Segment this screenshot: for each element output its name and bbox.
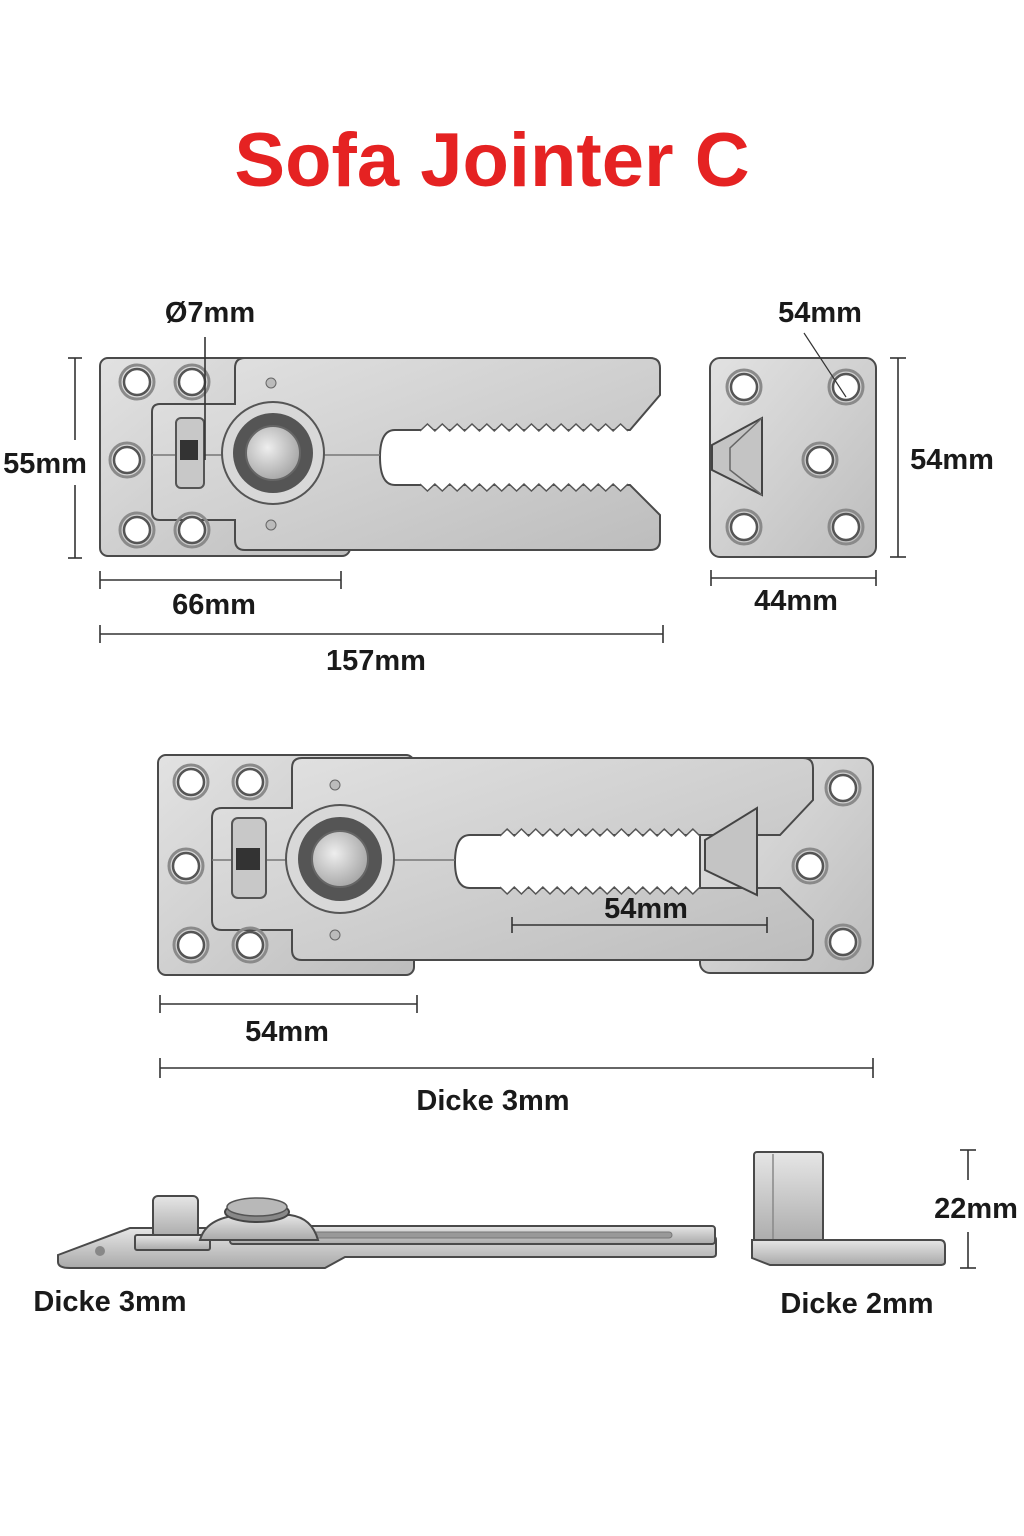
height-label: 55mm xyxy=(3,448,87,480)
counter-plate-side-view xyxy=(751,1151,946,1266)
saw-tooth-row xyxy=(499,827,701,838)
base-length-label: 54mm xyxy=(245,1016,329,1048)
counter-width-label: 44mm xyxy=(754,585,838,617)
bracket-height-label: 22mm xyxy=(934,1193,1018,1225)
saw-tooth-row xyxy=(499,885,701,896)
hole-diameter-label: Ø7mm xyxy=(165,297,255,329)
bracket-dimensions: 22mm Dicke 2mm xyxy=(780,1149,1018,1320)
hook-wedge xyxy=(704,806,758,897)
total-length-label: 157mm xyxy=(326,645,426,677)
base-width-label: 66mm xyxy=(172,589,256,621)
counter-height-label: 54mm xyxy=(910,444,994,476)
slot-teeth xyxy=(419,422,629,493)
bolt xyxy=(245,425,301,481)
inner-length-label: 54mm xyxy=(604,893,688,925)
page-title: Sofa Jointer C xyxy=(234,118,749,203)
hook-wedge xyxy=(711,416,763,497)
bracket-thickness-label: Dicke 2mm xyxy=(780,1288,933,1320)
counter-plate-top-view xyxy=(709,357,877,558)
jointer-side-view xyxy=(57,1195,717,1269)
side-thickness-label: Dicke 3mm xyxy=(33,1286,186,1318)
assembled-thickness-label: Dicke 3mm xyxy=(416,1085,569,1117)
top-dimensions: 55mm Ø7mm 66mm 157mm 54mm 54mm 44mm xyxy=(3,297,994,677)
jointer-assembled-view xyxy=(157,754,874,976)
counter-top-label: 54mm xyxy=(778,297,862,329)
jointer-top-view xyxy=(99,357,661,557)
saw-tooth-row xyxy=(419,482,629,493)
saw-tooth-row xyxy=(419,422,629,433)
sliding-tongue-assembled xyxy=(211,757,814,961)
assembled-dimensions: 54mm 54mm Dicke 3mm xyxy=(159,893,874,1117)
slot-teeth xyxy=(499,827,701,896)
